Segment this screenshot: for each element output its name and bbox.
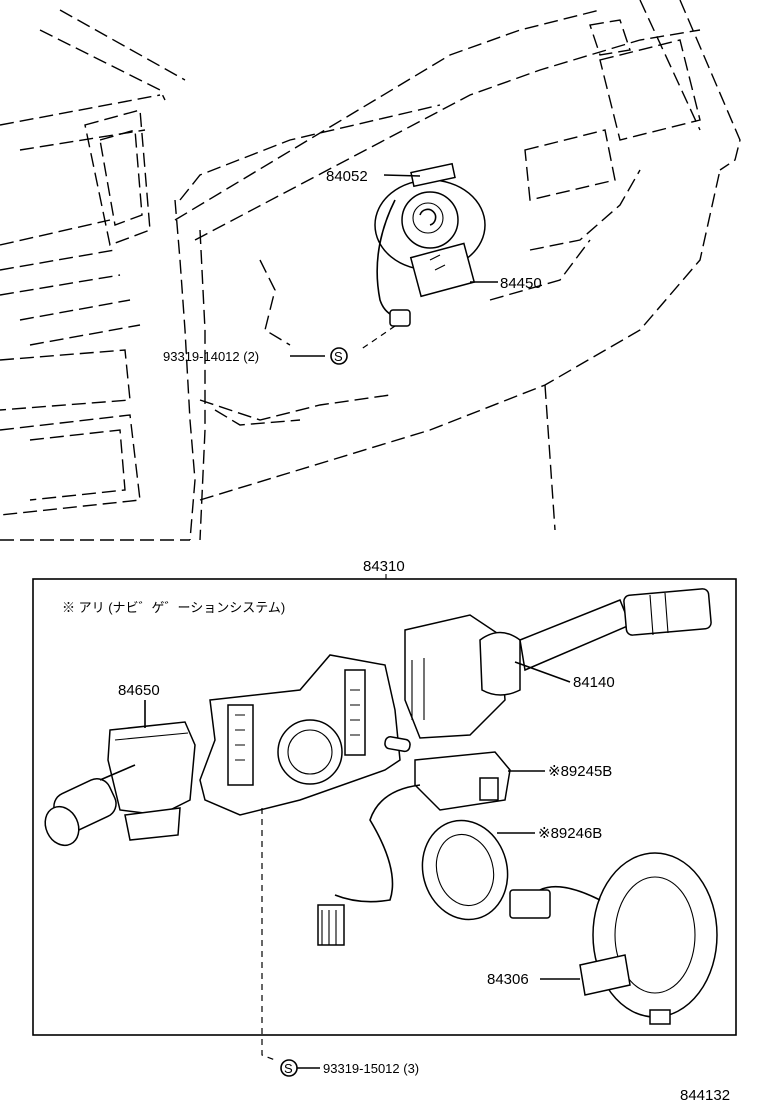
s-symbol-bottom: S	[284, 1061, 293, 1076]
switch-84650	[44, 721, 196, 847]
part-label-84650: 84650	[118, 682, 160, 699]
sensor-89245b	[317, 751, 511, 946]
part-label-84052: 84052	[326, 168, 368, 185]
dashboard-illustration	[0, 0, 741, 541]
part-label-84140: 84140	[573, 674, 615, 691]
navigation-note: ※ アリ (ナビ゛ゲ゛ーションシステム)	[62, 600, 285, 615]
switch-84140	[404, 588, 712, 739]
ring-89246b	[421, 819, 509, 921]
part-label-screw-top: 93319-14012 (2)	[163, 349, 259, 364]
spiral-cable-84306	[509, 852, 718, 1025]
diagram-id: 844132	[680, 1087, 730, 1104]
combination-switch-top	[359, 162, 486, 351]
assembly-frame	[32, 578, 737, 1036]
part-label-screw-bottom: 93319-15012 (3)	[323, 1061, 419, 1076]
part-label-89246b: ※89246B	[538, 825, 602, 842]
s-symbol-top: S	[334, 349, 343, 364]
part-label-84306: 84306	[487, 971, 529, 988]
switch-bracket	[199, 654, 411, 816]
part-label-89245b: ※89245B	[548, 763, 612, 780]
part-label-84450: 84450	[500, 275, 542, 292]
part-label-84310: 84310	[363, 558, 405, 575]
